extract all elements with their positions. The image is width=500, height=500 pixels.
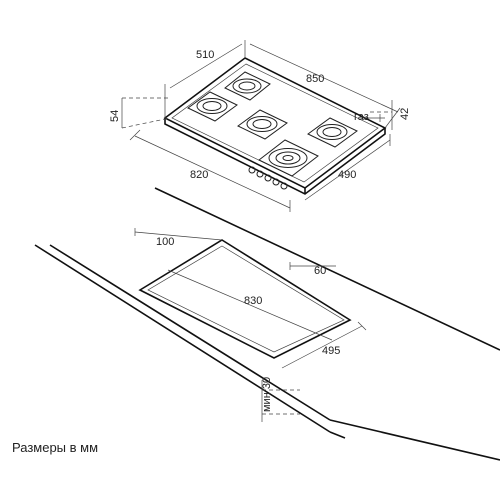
control-knobs	[248, 166, 288, 190]
dim-min-thickness: мин 30	[261, 377, 273, 412]
countertop-edge-front	[34, 244, 331, 433]
burner-front-wok	[258, 139, 319, 177]
dim-hob-front-width: 820	[190, 169, 208, 181]
dim-cutout-side: 60	[314, 265, 326, 277]
dim-cutout-depth: 495	[322, 345, 340, 357]
burner-left	[187, 91, 238, 122]
dim-gas-height: 42	[399, 108, 411, 120]
burner-back	[224, 71, 271, 101]
dim-hob-height-side: 54	[109, 110, 121, 122]
dim-hob-front-depth: 490	[338, 169, 356, 181]
dim-cutout-width: 830	[244, 295, 262, 307]
dim-cutout-back: 100	[156, 236, 174, 248]
gas-label: газ	[354, 111, 369, 123]
hob-illustration: 510 850 54 газ 42 820 490	[109, 40, 411, 212]
burner-center	[237, 109, 288, 140]
cutout-opening-inner	[147, 245, 345, 353]
dim-hob-width: 850	[306, 73, 324, 85]
hob-top-inner	[171, 63, 379, 183]
countertop-edge-back	[154, 187, 500, 351]
cutout-opening	[138, 239, 352, 359]
hob-side-edge	[164, 118, 386, 195]
dim-hob-depth: 510	[196, 49, 214, 61]
burner-right	[307, 117, 358, 148]
units-caption: Размеры в мм	[12, 440, 99, 455]
cutout-illustration: 100 60 830 495 мин 30	[34, 187, 500, 461]
